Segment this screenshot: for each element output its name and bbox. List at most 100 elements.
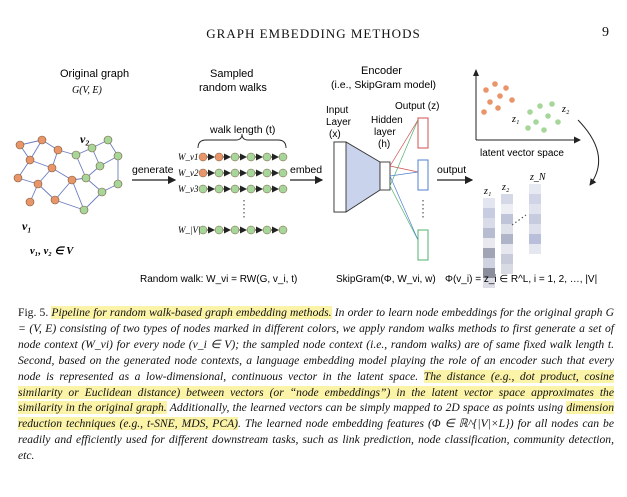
input-layer-1: Input [326,105,348,116]
embedding-cell [483,228,495,238]
hidden-layer-box [379,161,391,191]
caption-label: Fig. 5. [18,306,49,319]
walks-title-2: random walks [199,82,267,94]
walk-rows: W_v1W_v2W_v3 [178,152,288,235]
hidden-layer-1: Hidden [371,115,403,126]
embedding-cell [483,248,495,258]
nodes-set-label: v₁, v₂ ∈ V [30,246,74,257]
embedding-cell [483,218,495,228]
original-graph-title: Original graph [60,68,129,80]
embedding-cell [501,224,513,234]
embed-label: embed [290,164,322,176]
embedding-cell [529,244,541,254]
col-z1-label: z₁ [483,186,491,197]
page-number: 9 [602,25,609,40]
walk-node [198,152,208,162]
embedding-cell [501,214,513,224]
output-box-3 [417,229,429,261]
caption-highlight-1: Pipeline for random walk-based graph emb… [51,306,332,319]
latent-z1: z₁ [511,114,519,125]
walk-node [246,168,256,178]
figure-5: Original graph G(V, E) v₂ v₁ v₁, v₂ ∈ V … [0,60,627,300]
caption-text-3: . The learned node embedding features (Φ… [18,417,614,463]
embedding-cell [529,204,541,214]
walk-node [198,225,208,235]
embedding-cell [529,194,541,204]
walk-length-brace [197,133,287,149]
input-layer-box [333,141,347,213]
latent-green-points [525,101,561,133]
embedding-cell [501,234,513,244]
embedding-cell [529,214,541,224]
walk-node [198,184,208,194]
page-header: GRAPH EMBEDDING METHODS 9 [0,25,627,46]
walks-title-1: Sampled [210,68,253,80]
hidden-layer-2: layer [374,127,396,138]
walk-node [214,225,224,235]
walk-node [214,152,224,162]
embedding-cell [483,208,495,218]
encoder-title-2: (i.e., SkipGram model) [331,79,436,91]
output-label: output [437,164,466,176]
v2-label: v₂ [80,132,90,146]
latent-orange-points [481,81,515,115]
embedding-cell [483,278,495,288]
phi-formula: Φ(v_i) = z_i ∈ R^L, i = 1, 2, …, |V| [445,274,597,285]
embedding-cell [483,238,495,248]
output-box-1 [417,117,429,149]
walk-node [262,225,272,235]
walk-row-label: W_v1 [178,152,199,162]
encoder-connections [389,119,419,241]
walk-node [230,168,240,178]
caption-text-1: In order to learn node embeddings for th… [18,306,614,383]
embedding-cell [483,258,495,268]
walk-row-label: W_v2 [178,168,199,178]
walk-node [278,168,288,178]
embedding-cell [483,268,495,278]
embedding-cell [529,234,541,244]
original-graph-subtitle: G(V, E) [72,85,102,96]
walk-node [262,168,272,178]
col-z2-label: z₂ [501,182,510,193]
figure-caption: Fig. 5. Pipeline for random walk-based g… [18,305,614,464]
walk-node [278,225,288,235]
skipgram-formula: SkipGram(Φ, W_vi, w) [336,274,436,285]
walk-node [262,184,272,194]
random-walk-formula: Random walk: W_vi = RW(G, v_i, t) [140,274,297,285]
walk-node [230,184,240,194]
output-z-label: Output (z) [395,101,439,112]
walk-length-label: walk length (t) [209,124,275,136]
walk-row-label-n: W_|V| [178,225,200,235]
v1-label: v₁ [22,219,32,233]
embedding-cell [529,184,541,194]
embedding-columns [483,184,541,288]
walk-node [198,168,208,178]
embedding-cell [501,204,513,214]
hidden-layer-3: (h) [378,139,390,150]
walk-node [278,184,288,194]
latent-z2: z₂ [561,104,570,115]
latent-space-label: latent vector space [480,148,564,159]
embedding-cell [483,198,495,208]
embedding-cell [501,244,513,254]
input-layer-3: (x) [329,129,341,140]
mapping-arrow [577,119,599,186]
embedding-cell [501,254,513,264]
walk-node [246,225,256,235]
walk-node [214,184,224,194]
embedding-cell [501,194,513,204]
generate-label: generate [132,164,174,176]
input-layer-2: Layer [326,117,352,128]
encoder-title-1: Encoder [361,65,402,77]
graph-nodes [13,135,123,215]
col-zn-label: z_N [529,172,547,183]
walk-node [246,152,256,162]
output-box-2 [417,159,429,191]
walk-node [230,225,240,235]
running-title: GRAPH EMBEDDING METHODS [206,26,421,41]
walk-node [246,184,256,194]
walk-node [214,168,224,178]
embedding-cell [529,224,541,234]
pipeline-diagram: Original graph G(V, E) v₂ v₁ v₁, v₂ ∈ V … [13,65,599,288]
caption-text-2: Additionally, the learned vectors can be… [166,401,567,415]
